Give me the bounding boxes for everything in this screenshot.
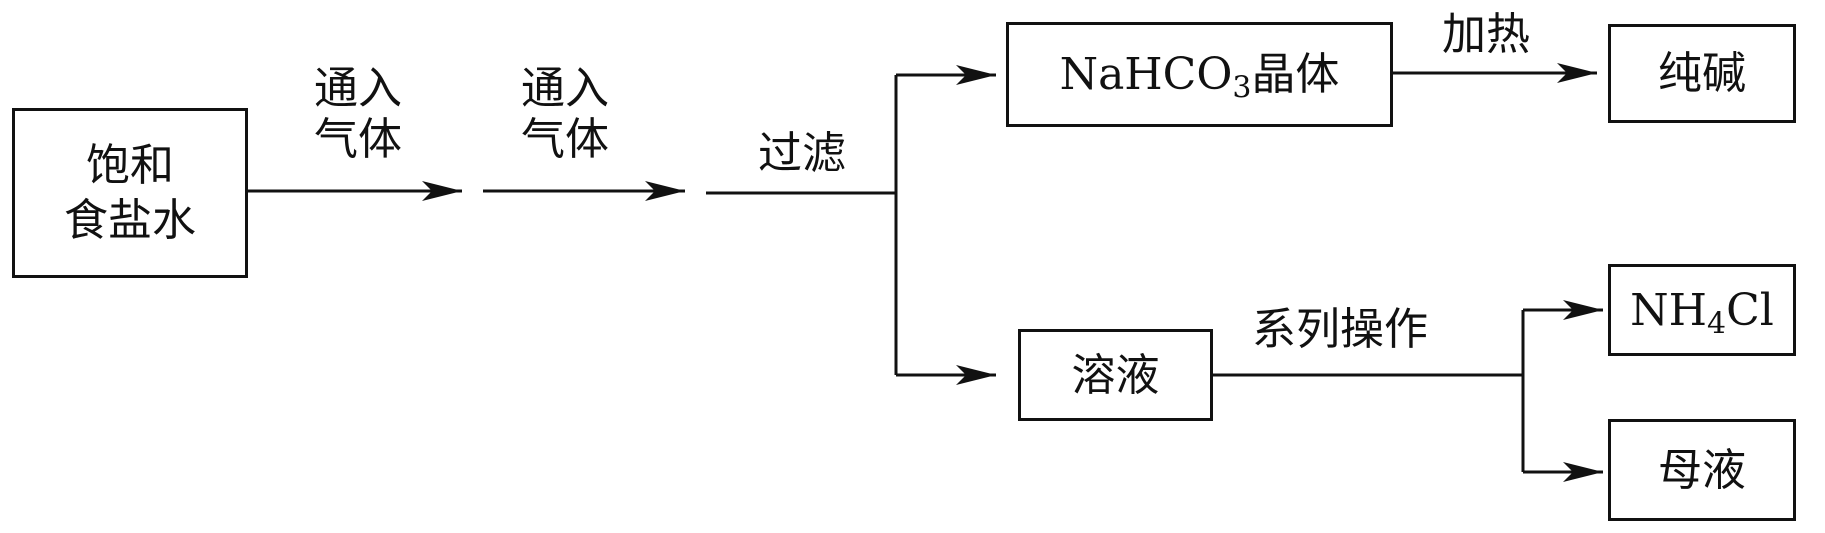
- heat-label: 加热: [1442, 9, 1530, 60]
- crystal-label: NaHCO3晶体: [1059, 47, 1340, 106]
- mother-liquor-box: 母液: [1608, 419, 1796, 521]
- nh4cl-subscript: 4: [1707, 305, 1727, 341]
- crystal-formula: NaHCO: [1059, 49, 1233, 100]
- gas-second-label: 通入 气体: [505, 63, 625, 165]
- brine-box: 饱和 食盐水: [12, 108, 248, 278]
- gas-first-line2: 气体: [314, 113, 402, 165]
- crystal-suffix: 晶体: [1251, 49, 1340, 100]
- mother-liquor-label: 母液: [1658, 444, 1746, 496]
- nh4cl-label: NH4Cl: [1630, 283, 1774, 341]
- soda-label: 纯碱: [1658, 48, 1746, 99]
- filter-label: 过滤: [758, 128, 846, 179]
- soda-box: 纯碱: [1608, 24, 1796, 123]
- nh4cl-formula-b: Cl: [1726, 284, 1774, 336]
- gas-second-line1: 通入: [521, 63, 609, 114]
- operations-label: 系列操作: [1252, 304, 1428, 355]
- brine-label-line2: 食盐水: [64, 195, 196, 246]
- crystal-subscript: 3: [1232, 70, 1252, 106]
- solution-label: 溶液: [1071, 349, 1160, 401]
- solution-box: 溶液: [1018, 329, 1213, 421]
- nh4cl-formula-a: NH: [1630, 284, 1708, 336]
- nh4cl-box: NH4Cl: [1608, 264, 1796, 356]
- gas-first-label: 通入 气体: [298, 63, 418, 165]
- crystal-box: NaHCO3晶体: [1006, 22, 1393, 127]
- gas-second-line2: 气体: [521, 113, 609, 165]
- gas-first-line1: 通入: [314, 63, 402, 114]
- brine-label-line1: 饱和: [86, 140, 174, 191]
